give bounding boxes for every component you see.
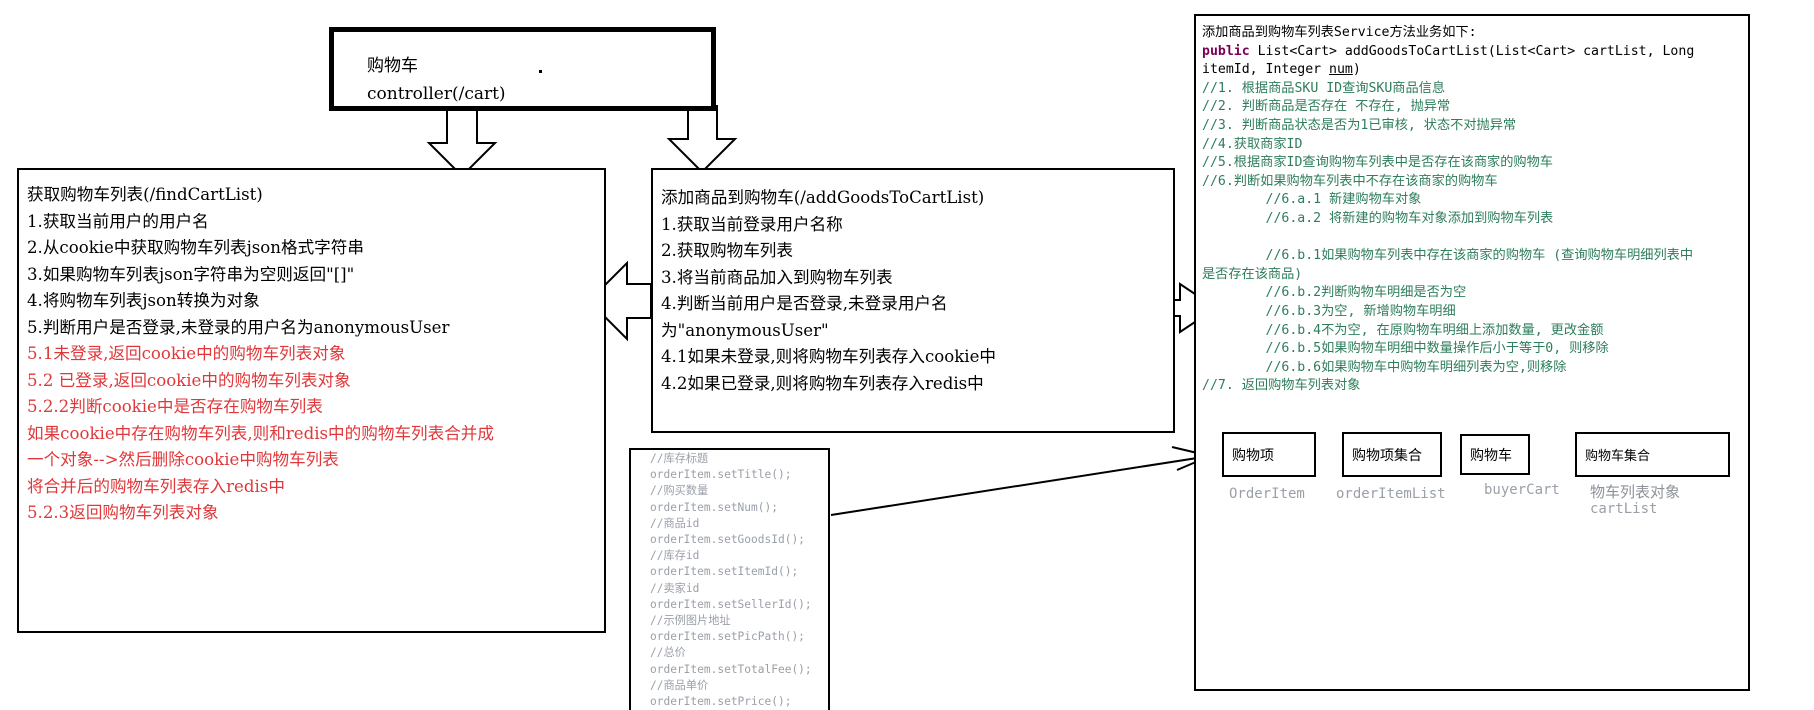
code-line: //商品单价 (650, 678, 709, 692)
code-to-orderitem-line (830, 455, 1211, 516)
order-item-code-box: //库存标题 orderItem.setTitle(); //购买数量 orde… (629, 448, 830, 710)
controller-box: 购物车 controller(/cart) (329, 27, 716, 111)
add-step: 为"anonymousUser" (661, 320, 829, 340)
find-cart-list-content: 获取购物车列表(/findCartList) 1.获取当前用户的用户名 2.从c… (27, 182, 494, 527)
model-label: 购物车 (1470, 448, 1512, 464)
model-label: 购物项 (1232, 448, 1274, 464)
code-line: //库存标题 (650, 452, 709, 465)
arrow-left-find (587, 260, 652, 342)
signature-num-param: num (1329, 62, 1353, 78)
find-step-red: 5.2.3返回购物车列表对象 (27, 503, 219, 522)
arrow-down-add (666, 105, 738, 174)
service-comment: //6.b.2判断购物车明细是否为空 (1202, 285, 1467, 301)
find-step: 1.获取当前用户的用户名 (27, 211, 209, 231)
java-keyword: public (1202, 43, 1250, 59)
add-goods-content: 添加商品到购物车(/addGoodsToCartList) 1.获取当前登录用户… (661, 185, 996, 397)
code-line: //示例图片地址 (650, 614, 731, 628)
add-step: 4.1如果未登录,则将购物车列表存入cookie中 (661, 347, 997, 366)
code-line: //库存id (650, 549, 700, 563)
code-line: orderItem.setNum(); (650, 500, 778, 514)
service-comment: //1. 根据商品SKU ID查询SKU商品信息 (1202, 80, 1446, 96)
model-box-buyer-cart: 购物车 (1460, 434, 1530, 475)
code-line: orderItem.setItemId(); (650, 565, 799, 579)
controller-label: 购物车 controller(/cart) (367, 52, 506, 108)
service-heading: 添加商品到购物车列表Service方法业务如下: (1202, 25, 1477, 40)
service-signature-line2: itemId, Integer num) (1202, 61, 1742, 80)
add-step: 4.2如果已登录,则将购物车列表存入redis中 (661, 373, 984, 393)
service-comment: //6.b.6如果购物车中购物车明细列表为空,则移除 (1202, 359, 1567, 375)
service-comment: //6.a.1 新建购物车对象 (1202, 192, 1422, 208)
service-comment: //6.b.3为空, 新增购物车明细 (1202, 303, 1456, 319)
service-comment: //2. 判断商品是否存在 不存在, 抛异常 (1202, 99, 1451, 115)
code-line: orderItem.setTotalFee(); (650, 662, 812, 676)
find-cart-list-title: 获取购物车列表(/findCartList) (27, 185, 263, 204)
controller-route: controller(/cart) (367, 84, 506, 104)
model-caption: buyerCart (1484, 482, 1560, 498)
model-box-order-item: 购物项 (1222, 432, 1316, 477)
dot-mark (539, 70, 542, 73)
code-line: orderItem.setGoodsId(); (650, 533, 805, 547)
code-line: //购买数量 (650, 484, 709, 498)
model-caption: orderItemList (1336, 486, 1446, 502)
arrow-down-find (426, 105, 498, 178)
model-caption: 物车列表对象 (1590, 483, 1681, 501)
service-comment: //6.b.5如果购物车明细中数量操作后小于等于0, 则移除 (1202, 341, 1609, 357)
add-step: 1.获取当前登录用户名称 (661, 214, 843, 234)
code-line: orderItem.setPicPath(); (650, 630, 805, 644)
service-comment: //6.b.4不为空, 在原购物车明细上添加数量, 更改金额 (1202, 322, 1604, 338)
find-step-red: 将合并后的购物车列表存入redis中 (27, 476, 285, 496)
code-line: //商品id (650, 516, 700, 530)
service-comment: //6.a.2 将新建的购物车对象添加到购物车列表 (1202, 210, 1554, 226)
service-comment: //7. 返回购物车列表对象 (1202, 378, 1361, 394)
service-comment: //4.获取商家ID (1202, 136, 1303, 152)
find-step-red: 一个对象-->然后删除cookie中购物车列表 (27, 450, 339, 469)
find-step: 5.判断用户是否登录,未登录的用户名为anonymousUser (27, 317, 450, 337)
code-line: //卖家id (650, 581, 700, 595)
find-step-red: 5.2 已登录,返回cookie中的购物车列表对象 (27, 370, 351, 390)
add-step: 2.获取购物车列表 (661, 241, 793, 260)
service-signature-line1: public List<Cart> addGoodsToCartList(Lis… (1202, 43, 1742, 62)
signature-close: ) (1352, 62, 1361, 78)
service-comment: //6.判断如果购物车列表中不存在该商家的购物车 (1202, 173, 1498, 189)
order-item-code: //库存标题 orderItem.setTitle(); //购买数量 orde… (650, 451, 812, 710)
model-caption-extra: cartList (1590, 501, 1658, 517)
service-method-box: 添加商品到购物车列表Service方法业务如下: public List<Car… (1194, 14, 1750, 691)
find-step-red: 5.1未登录,返回cookie中的购物车列表对象 (27, 344, 346, 363)
code-line: orderItem.setPrice(); (650, 695, 792, 709)
signature-params: itemId, Integer (1202, 62, 1330, 78)
find-step: 2.从cookie中获取购物车列表json格式字符串 (27, 238, 364, 257)
find-step-red: 5.2.2判断cookie中是否存在购物车列表 (27, 397, 323, 416)
code-line: //总价 (650, 646, 686, 660)
code-line: orderItem.setSellerId(); (650, 597, 812, 611)
service-method-content: 添加商品到购物车列表Service方法业务如下: public List<Car… (1202, 24, 1742, 396)
model-box-order-item-list: 购物项集合 (1342, 432, 1442, 477)
service-comment: //5.根据商家ID查询购物车列表中是否存在该商家的购物车 (1202, 155, 1553, 171)
service-comment: 是否存在该商品) (1202, 266, 1303, 282)
model-caption: OrderItem (1229, 486, 1305, 502)
add-goods-title: 添加商品到购物车(/addGoodsToCartList) (661, 188, 985, 207)
find-cart-list-box: 获取购物车列表(/findCartList) 1.获取当前用户的用户名 2.从c… (17, 168, 606, 633)
find-step: 3.如果购物车列表json字符串为空则返回"[]" (27, 264, 355, 284)
model-box-cart-list: 购物车集合 (1575, 432, 1730, 477)
model-label: 购物车集合 (1585, 449, 1651, 464)
code-line: orderItem.setTitle(); (650, 468, 792, 482)
add-goods-box: 添加商品到购物车(/addGoodsToCartList) 1.获取当前登录用户… (651, 168, 1175, 433)
add-step: 4.判断当前用户是否登录,未登录用户名 (661, 294, 948, 313)
find-step: 4.将购物车列表json转换为对象 (27, 291, 260, 310)
model-label: 购物项集合 (1352, 448, 1422, 464)
controller-title: 购物车 (367, 56, 418, 76)
signature-rest: List<Cart> addGoodsToCartList(List<Cart>… (1249, 43, 1695, 59)
service-comment-blank (1202, 229, 1742, 248)
service-comment: //3. 判断商品状态是否为1已审核, 状态不对抛异常 (1202, 117, 1517, 133)
find-step-red: 如果cookie中存在购物车列表,则和redis中的购物车列表合并成 (27, 423, 494, 443)
add-step: 3.将当前商品加入到购物车列表 (661, 267, 893, 287)
service-comment: //6.b.1如果购物车列表中存在该商家的购物车 (查询购物车明细列表中 (1202, 248, 1694, 264)
